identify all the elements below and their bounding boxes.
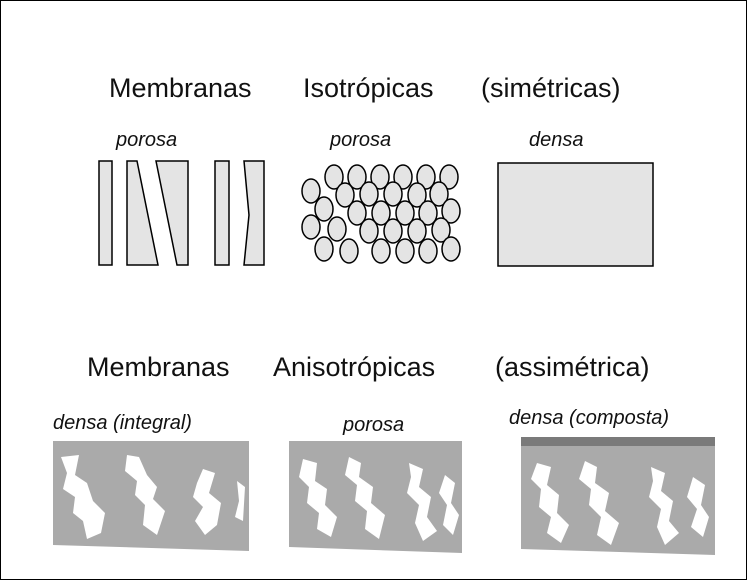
- label-porosa-pores: porosa: [116, 129, 178, 151]
- pore-segment-3: [155, 160, 189, 266]
- pore-segment-1: [98, 160, 113, 266]
- label-porosa-spheres: porosa: [330, 129, 392, 151]
- asymmetric-porous-diagram: [289, 441, 462, 553]
- isotropic-title-membranas: Membranas: [109, 73, 252, 103]
- anisotropic-title-membranas: Membranas: [87, 352, 230, 382]
- pore-segment-4: [214, 160, 230, 266]
- label-densa-composta: densa (composta): [509, 407, 670, 429]
- anisotropic-title-anisotropicas: Anisotrópicas: [273, 352, 436, 382]
- dense-block: [497, 162, 654, 267]
- anisotropic-title-assimetrica: (assimétrica): [495, 352, 650, 382]
- label-densa-iso: densa: [529, 129, 584, 151]
- label-densa-integral: densa (integral): [53, 412, 192, 434]
- dense-isotropic-diagram: [497, 162, 654, 267]
- asymmetric-composite-diagram: [521, 437, 715, 555]
- isotropic-title-simetricas: (simétricas): [481, 73, 621, 103]
- pore-segment-2: [126, 160, 159, 266]
- asymmetric-integral-diagram: [53, 441, 249, 551]
- top-dense-layer: [521, 437, 715, 446]
- isotropic-title-isotropicas: Isotrópicas: [303, 73, 434, 103]
- porous-pores-diagram: [98, 160, 265, 266]
- porous-spheres-diagram: [301, 164, 461, 264]
- label-porosa-aniso: porosa: [343, 414, 405, 436]
- pore-segment-5: [243, 160, 265, 266]
